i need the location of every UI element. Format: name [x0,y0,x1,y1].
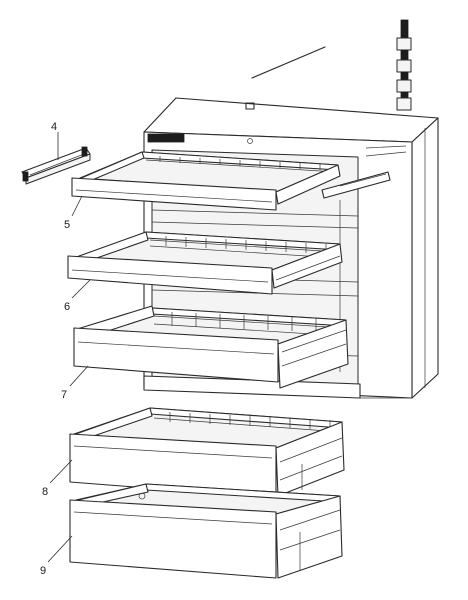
guide-rail-4 [21,146,91,185]
part-label-7: 7 [61,389,67,401]
drawer-6 [67,231,343,295]
drawer-5-partitions [145,156,337,173]
drawer-8-partitions [153,412,341,433]
part-label-9: 9 [40,565,46,577]
part-label-5: 5 [64,219,70,231]
drawer-7 [73,305,349,389]
drawer-8 [69,407,345,499]
part-label-8: 8 [42,486,48,498]
drawer-6-partitions [149,236,339,259]
drawer-5 [71,151,391,211]
loose-rod [251,46,326,79]
part-label-4: 4 [51,121,57,133]
part-label-6: 6 [64,301,70,313]
drawer-9 [69,483,343,579]
leader-lines [47,132,91,563]
key-chain-icon [396,19,412,111]
